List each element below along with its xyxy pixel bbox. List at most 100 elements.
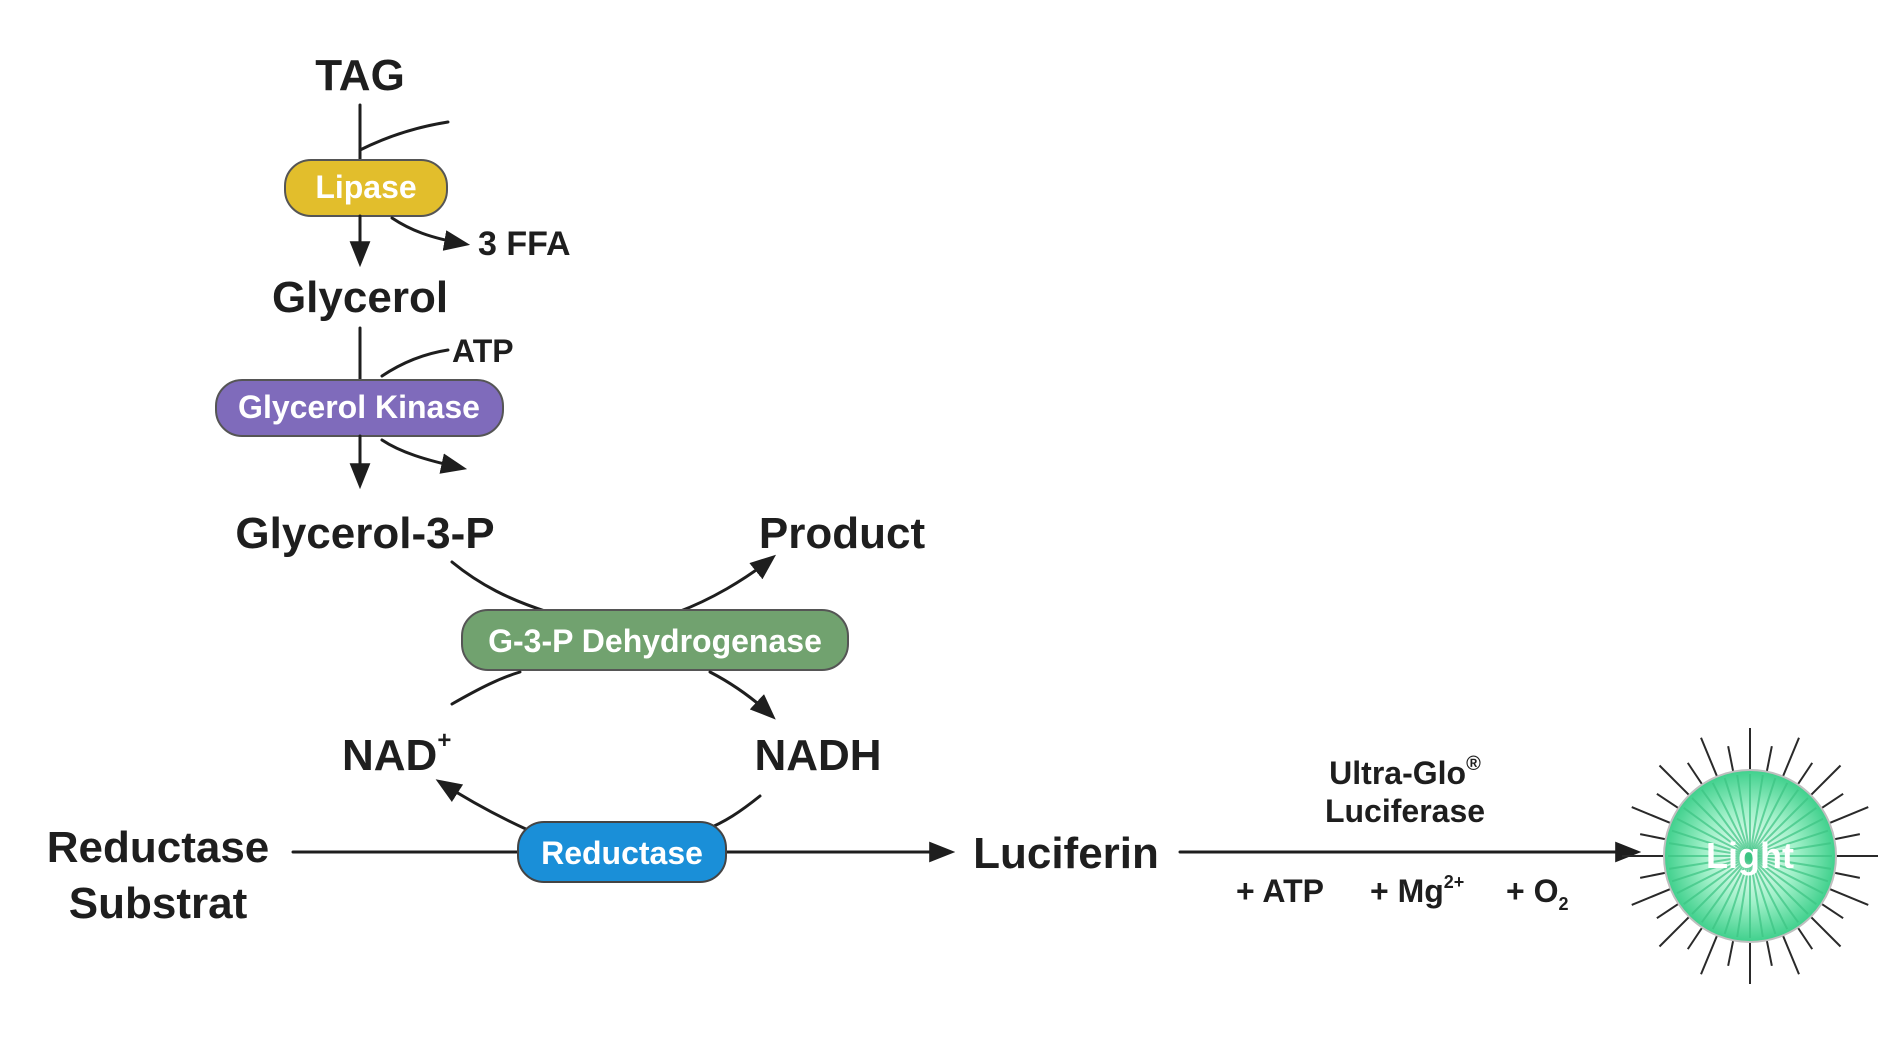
ffa-label: 3 FFA <box>478 225 571 263</box>
light-inner-ray <box>1671 829 1751 857</box>
ffa-arrow <box>390 216 471 251</box>
light-inner-ray <box>1691 855 1751 915</box>
light-burst <box>1622 728 1878 984</box>
light-ray <box>1829 806 1869 825</box>
light-ray <box>1656 792 1680 810</box>
light-ray <box>1765 745 1773 772</box>
nad-superscript: + <box>437 727 451 754</box>
light-inner-ray <box>1671 855 1751 883</box>
light-ray <box>1810 764 1842 796</box>
light-inner-ray <box>1736 774 1751 857</box>
light-inner-ray <box>1749 789 1800 857</box>
light-ray <box>1639 833 1666 841</box>
light-ray <box>1829 887 1869 906</box>
light-inner-ray <box>1749 855 1817 906</box>
light-ray <box>1631 887 1671 906</box>
light-ray <box>1658 916 1690 948</box>
reductase-substrat-label-2: Substrat <box>69 879 248 928</box>
light-inner-ray <box>1700 789 1751 857</box>
light-ray <box>1631 806 1671 825</box>
light-inner-ray <box>1749 806 1817 857</box>
light-inner-ray <box>1723 777 1751 857</box>
light-inner-rays <box>1668 774 1832 938</box>
dehydrogenase-to-nadh-arrow <box>708 670 776 720</box>
light-inner-ray <box>1749 855 1800 923</box>
light-ray <box>1700 737 1719 777</box>
atp-in-curve <box>380 348 450 378</box>
light-inner-ray <box>1700 855 1751 923</box>
cofactor-o2-text: + O <box>1506 873 1558 909</box>
cofactor-mg-superscript: 2+ <box>1444 872 1465 892</box>
cofactor-o2-subscript: 2 <box>1558 894 1568 914</box>
light-inner-ray <box>1749 855 1829 883</box>
light-inner-ray <box>1749 855 1789 930</box>
light-inner-ray <box>1749 855 1777 935</box>
light-inner-ray <box>1749 855 1764 938</box>
light-ray <box>1781 737 1800 777</box>
light-inner-ray <box>1691 797 1751 857</box>
luciferase-label-2: Luciferase <box>1325 793 1485 829</box>
light-inner-ray <box>1711 782 1751 857</box>
cofactor-o2: + O2 <box>1506 873 1568 914</box>
dehydrogenase-to-product-arrow <box>676 554 777 614</box>
light-ray <box>1686 762 1704 786</box>
nad-text: NAD <box>342 731 437 780</box>
light-ray <box>1796 926 1814 950</box>
light-inner-ray <box>1668 855 1751 870</box>
luciferin-label: Luciferin <box>973 829 1159 878</box>
glycerol-kinase-label: Glycerol Kinase <box>238 389 480 425</box>
nad-to-dehydrogenase-curve <box>450 670 522 706</box>
nad-label: NAD+ <box>342 727 451 780</box>
light-inner-ray <box>1683 855 1751 906</box>
light-ray <box>1686 926 1704 950</box>
light-ray <box>1727 940 1735 967</box>
light-ray <box>1658 764 1690 796</box>
g3p-dehydrogenase-label: G-3-P Dehydrogenase <box>488 623 822 659</box>
light-inner-ray <box>1749 782 1789 857</box>
light-inner-ray <box>1749 777 1777 857</box>
light-ray <box>1765 940 1773 967</box>
light-ray <box>1727 745 1735 772</box>
light-label: Light <box>1706 835 1794 876</box>
light-inner-ray <box>1711 855 1751 930</box>
light-inner-ray <box>1749 829 1829 857</box>
light-inner-ray <box>1668 842 1751 857</box>
reductase-label: Reductase <box>541 835 703 871</box>
light-inner-ray <box>1749 774 1764 857</box>
reductase-substrat-label-1: Reductase <box>47 823 270 872</box>
light-inner-ray <box>1749 855 1824 895</box>
g3p-dehydrogenase-pill <box>461 609 849 671</box>
light-ray <box>1781 935 1800 975</box>
light-inner-ray <box>1749 842 1832 857</box>
registered-mark: ® <box>1466 753 1481 775</box>
light-ray <box>1810 916 1842 948</box>
cofactor-mg-text: + Mg <box>1370 873 1444 909</box>
cofactor-atp: + ATP <box>1236 873 1324 909</box>
light-inner-ray <box>1676 855 1751 895</box>
nadh-label: NADH <box>754 731 881 780</box>
reductase-pill <box>517 821 727 883</box>
light-ray <box>1639 871 1666 879</box>
light-ray <box>1656 902 1680 920</box>
glycerol-label: Glycerol <box>272 273 448 322</box>
light-inner-ray <box>1749 797 1809 857</box>
adp-out-arrow <box>380 438 468 474</box>
lipase-water-curve <box>358 120 450 152</box>
reductase-to-nad-arrow <box>435 779 530 832</box>
light-ray <box>1820 902 1844 920</box>
light-ray <box>1796 762 1814 786</box>
luciferase-name: Ultra-Glo <box>1329 755 1466 791</box>
light-inner-ray <box>1749 855 1832 870</box>
light-inner-ray <box>1683 806 1751 857</box>
g3p-label: Glycerol-3-P <box>235 509 494 558</box>
light-ray <box>1700 935 1719 975</box>
light-ray <box>1820 792 1844 810</box>
light-inner-ray <box>1676 817 1751 857</box>
light-ray <box>1834 833 1861 841</box>
light-inner-ray <box>1736 855 1751 938</box>
lipase-pill <box>284 159 448 217</box>
light-inner-ray <box>1749 855 1809 915</box>
luciferase-label-1: Ultra-Glo® <box>1329 753 1481 791</box>
